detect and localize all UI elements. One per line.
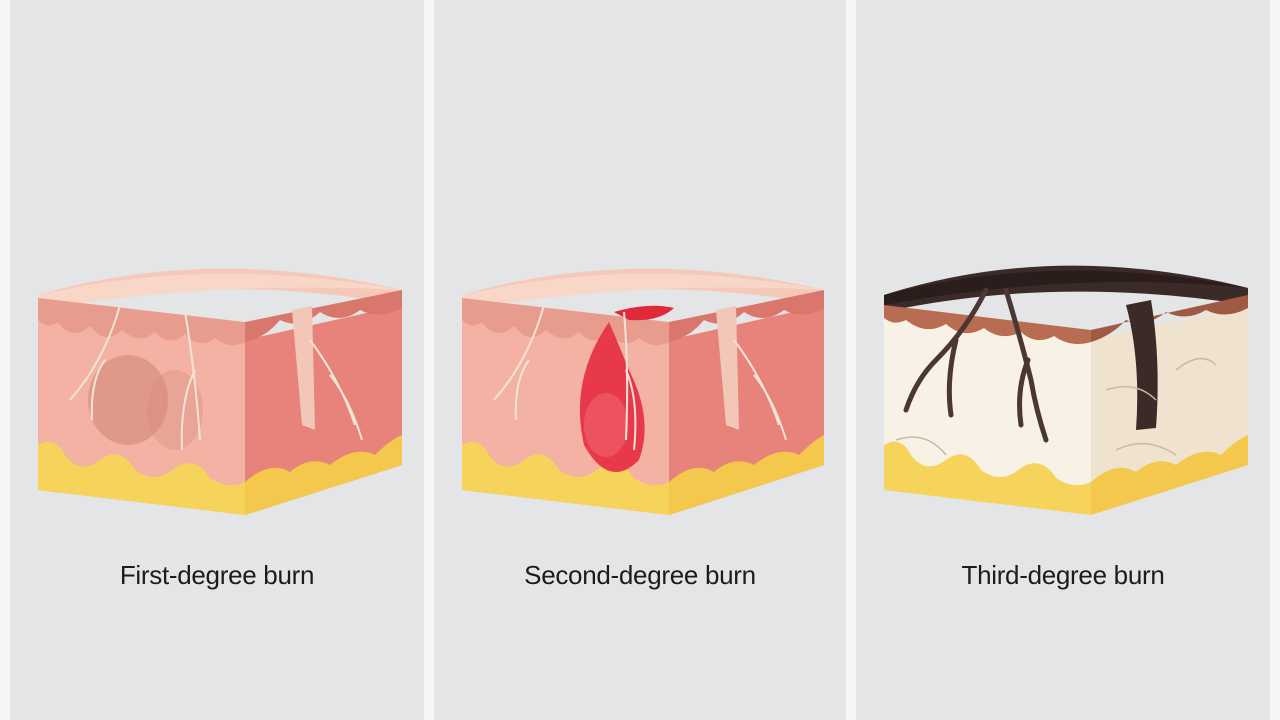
hair-follicle: [716, 306, 739, 430]
third-degree-skin-diagram: [884, 265, 1248, 515]
epidermis-layer: [462, 298, 669, 346]
divider: [846, 0, 856, 720]
caption-second-degree: Second-degree burn: [524, 560, 756, 590]
third-degree-panel: Third-degree burn: [856, 0, 1270, 720]
damaged-epidermis: [884, 305, 1091, 344]
charred-follicle: [1126, 300, 1158, 430]
second-degree-skin-diagram: [462, 268, 824, 515]
epidermis-layer: [38, 298, 245, 346]
hair-follicle: [292, 306, 315, 430]
nerve-fibers: [493, 304, 787, 451]
divider: [424, 0, 434, 720]
fat-layer: [462, 441, 669, 515]
fat-layer: [884, 441, 1091, 515]
blister-top: [614, 305, 674, 321]
tissue-cracks: [895, 357, 1217, 456]
first-degree-skin-diagram: [38, 268, 402, 515]
second-degree-panel: Second-degree burn: [434, 0, 846, 720]
left-edge: [0, 0, 10, 720]
first-degree-panel: First-degree burn: [10, 0, 424, 720]
burn-redness: [88, 355, 168, 445]
nerve-fibers: [69, 304, 363, 451]
fat-layer: [38, 441, 245, 515]
charred-fibers: [903, 287, 1049, 443]
caption-first-degree: First-degree burn: [119, 560, 315, 590]
caption-third-degree: Third-degree burn: [961, 560, 1165, 590]
right-edge: [1270, 0, 1280, 720]
